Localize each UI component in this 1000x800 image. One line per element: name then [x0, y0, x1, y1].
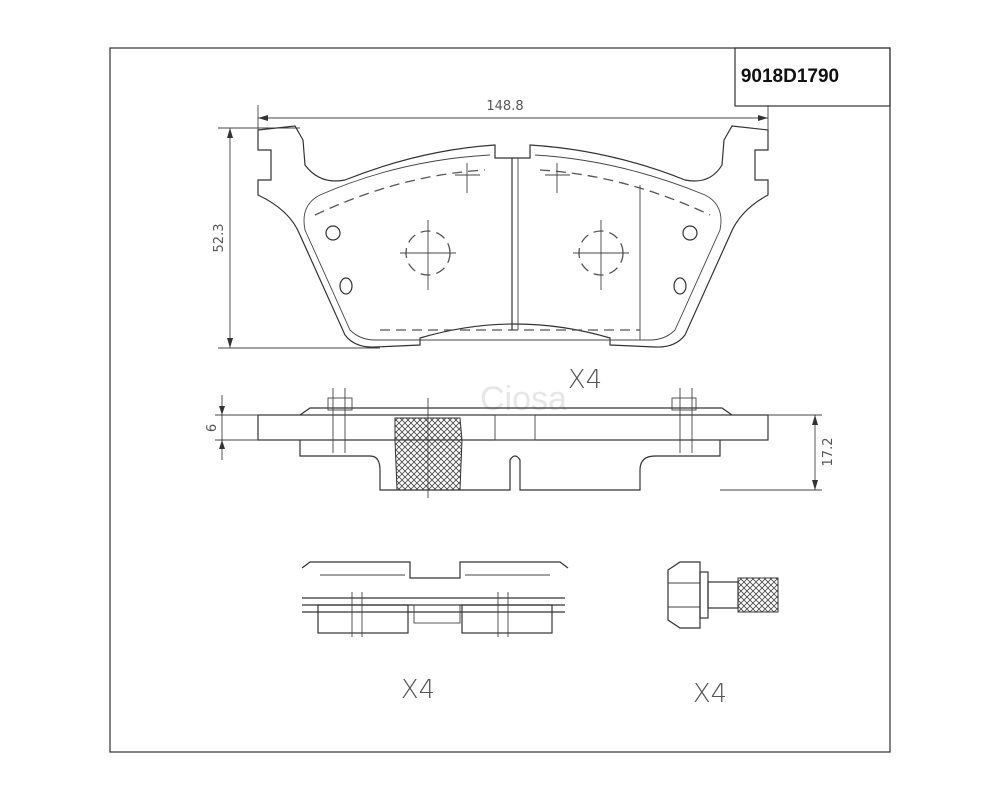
clip-detail-lines: [320, 574, 550, 637]
hidden-edge-lines: [314, 169, 711, 331]
friction-section-hatch: [394, 417, 463, 491]
bolt-quantity: X4: [693, 679, 727, 709]
backing-thickness-label: 6: [205, 424, 220, 432]
width-label: 148.8: [486, 99, 523, 114]
clip-tab: [461, 604, 553, 634]
drawing-frame: [109, 47, 891, 753]
total-thickness-label: 17.2: [821, 438, 836, 467]
bolt-thread: [737, 577, 779, 613]
clip-tab: [317, 604, 409, 634]
arrowhead-icon: [219, 406, 225, 449]
backing-plate: [257, 414, 769, 441]
width-dimension: 148.8: [257, 99, 769, 135]
clip-bridge: [413, 604, 461, 624]
slot-hole: [339, 277, 353, 295]
center-notch: [494, 414, 536, 441]
rivet-hole-icon: [325, 225, 341, 241]
rivet-hole-icon: [682, 225, 698, 241]
rivet-center-lines: [332, 388, 693, 498]
pad-quantity: X4: [568, 365, 602, 395]
center-mark-icon: [400, 220, 456, 290]
clip-quantity: X4: [401, 675, 435, 705]
watermark: Ciosa: [480, 380, 567, 418]
height-dimension: 52.3: [212, 127, 380, 349]
part-number: 9018D1790: [741, 66, 839, 87]
pad-side-view: [257, 388, 769, 498]
cross-marks: [455, 163, 570, 193]
pad-top-view: [257, 125, 769, 348]
friction-material-profile: [299, 440, 721, 491]
clip-top-outline: [301, 561, 569, 579]
slot-hole: [673, 277, 687, 295]
bolt-shank: [707, 581, 739, 609]
total-thickness-dimension: 17.2: [720, 414, 836, 491]
guide-bolt-drawing: [667, 561, 779, 629]
center-mark-icon: [573, 220, 629, 290]
friction-material-outline: [303, 154, 722, 341]
pad-outline: [257, 125, 769, 348]
rivet-head: [671, 397, 697, 411]
part-number-box: [734, 47, 891, 107]
bolt-flange: [699, 571, 709, 619]
height-label: 52.3: [212, 224, 227, 253]
shim-outline: [299, 407, 733, 416]
rivet-head: [327, 397, 353, 411]
bolt-head: [667, 561, 701, 629]
abutment-clip-drawing: [301, 561, 569, 637]
backing-thickness-dimension: 6: [205, 395, 258, 460]
